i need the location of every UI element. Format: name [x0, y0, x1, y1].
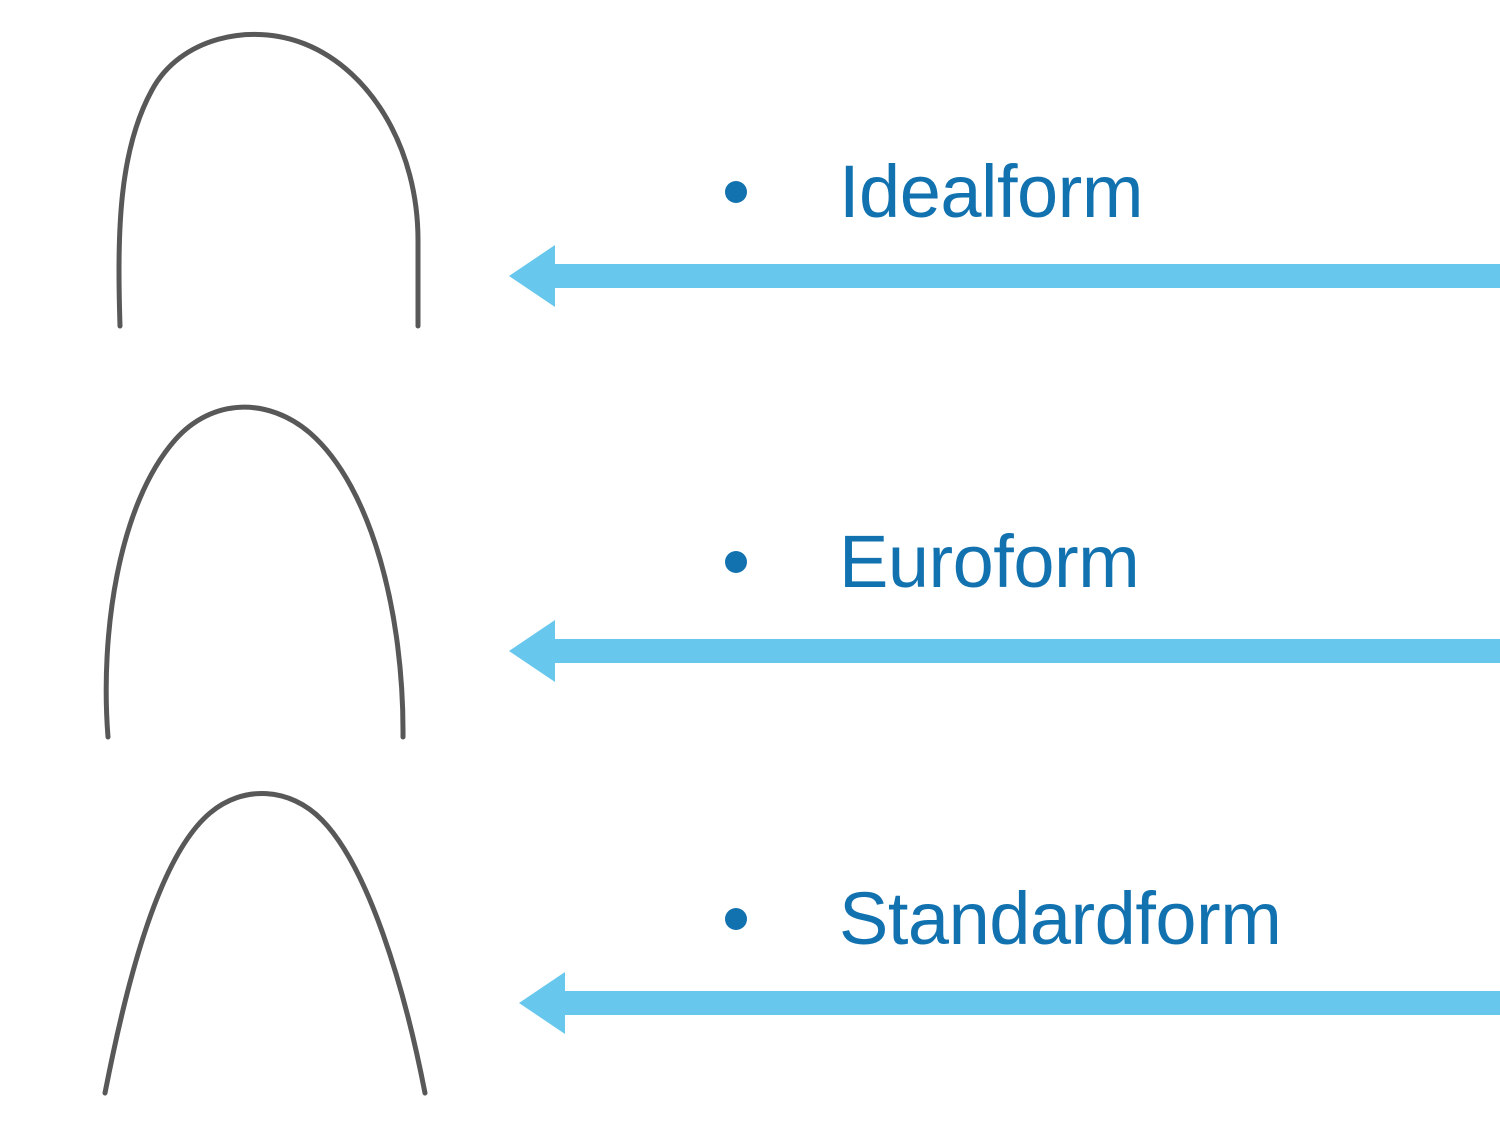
bullet-icon: [725, 908, 747, 930]
label-standardform: Standardform: [839, 877, 1282, 960]
arrow-left-icon: [509, 620, 1500, 682]
arrow-left-icon: [509, 245, 1500, 307]
arch-standardform-path: [102, 791, 428, 1096]
list-item-idealform: Idealform: [725, 155, 1143, 229]
arch-euroform-figure: [0, 385, 500, 755]
arrow-left-shape: [509, 620, 1500, 682]
arrow-left-icon: [519, 972, 1500, 1034]
label-euroform: Euroform: [839, 520, 1140, 603]
arrow-left-shape: [509, 245, 1500, 307]
arrow-left-euroform: [509, 620, 1500, 682]
list-item-standardform: Standardform: [725, 877, 1282, 960]
bullet-icon: [725, 551, 747, 573]
arch-idealform-icon: [116, 31, 421, 329]
list-item-euroform: Euroform: [725, 520, 1140, 603]
arch-standardform-figure: [0, 775, 500, 1115]
arrow-left-shape: [519, 972, 1500, 1034]
arch-idealform-figure: [0, 10, 500, 350]
arch-euroform-icon: [103, 404, 406, 740]
label-idealform: Idealform: [839, 150, 1143, 233]
arch-euroform-path: [103, 404, 406, 740]
arch-standardform-icon: [102, 791, 428, 1096]
arrow-left-idealform: [509, 245, 1500, 307]
arrow-left-standardform: [519, 972, 1500, 1034]
bullet-icon: [725, 181, 747, 203]
arch-idealform-path: [116, 31, 421, 329]
